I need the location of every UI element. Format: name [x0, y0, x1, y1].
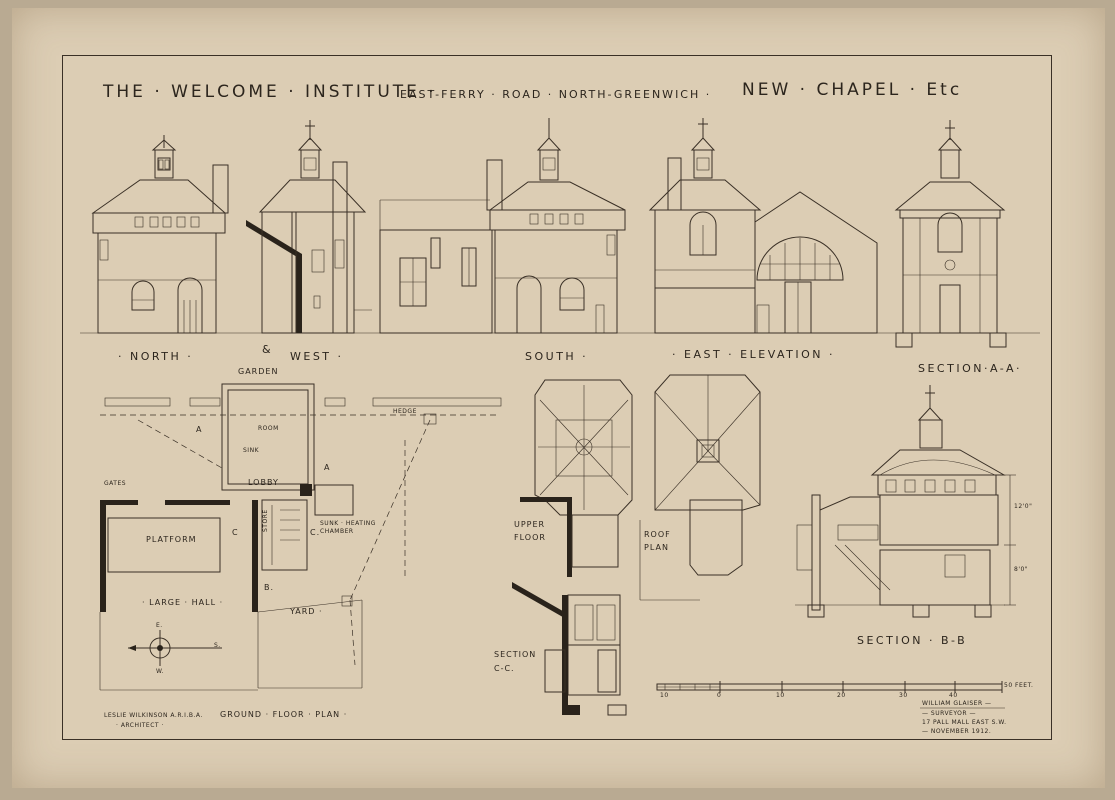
dimension-upper: 12'0" — [1014, 503, 1033, 510]
scale-tick-40: 40 — [949, 692, 958, 699]
scale-tick-10: 10 — [776, 692, 785, 699]
label-room: ROOM — [258, 425, 279, 432]
label-sink: SINK — [243, 447, 260, 454]
label-garden: GARDEN — [238, 367, 279, 376]
label-north: · NORTH · — [118, 350, 194, 363]
compass-rose — [128, 630, 222, 666]
label-west: WEST · — [290, 350, 344, 363]
south-elevation — [379, 118, 626, 334]
drawing-date: — NOVEMBER 1912. — [922, 728, 992, 735]
surveyor-address: 17 PALL MALL EAST S.W. — [922, 719, 1007, 726]
section-mark-c: C — [232, 528, 239, 537]
section-c-c — [512, 582, 627, 716]
east-elevation — [648, 118, 878, 334]
compass-s: S. — [214, 642, 221, 649]
architect-role: · ARCHITECT · — [116, 722, 164, 729]
drawing-title: THE · WELCOME · INSTITUTE · — [103, 82, 437, 102]
surveyor-role: — SURVEYOR — — [922, 710, 976, 717]
roof-plan — [639, 374, 761, 601]
scale-tick-50-feet: 50 FEET. — [1004, 682, 1034, 689]
label-ground-floor-plan: GROUND · FLOOR · PLAN · — [220, 710, 348, 719]
label-yard: YARD · — [290, 607, 323, 616]
north-elevation — [91, 135, 229, 334]
drawing-border — [62, 55, 1052, 740]
label-upper-floor: UPPER FLOOR — [514, 520, 546, 542]
label-section-c-c: SECTION C-C. — [494, 650, 537, 673]
drawing-project: NEW · CHAPEL · Etc — [742, 80, 963, 100]
architect-name: LESLIE WILKINSON A.R.I.B.A. — [104, 712, 203, 719]
ground-floor-plan — [99, 383, 502, 691]
section-mark-c2: C. — [310, 528, 321, 537]
label-sunk-heating-chamber: SUNK · HEATING CHAMBER — [320, 520, 376, 535]
label-south: SOUTH · — [525, 350, 589, 363]
compass-e: E. — [156, 622, 163, 629]
section-mark-a2: A — [324, 463, 331, 472]
label-large-hall: · LARGE · HALL · — [142, 598, 224, 607]
label-lobby: LOBBY — [248, 478, 279, 487]
section-mark-a: A — [196, 425, 203, 434]
section-b-b — [795, 385, 1016, 618]
section-mark-b: B. — [264, 583, 275, 592]
drawing-address: EAST-FERRY · ROAD · NORTH-GREENWICH · — [400, 88, 712, 101]
scale-tick-20: 20 — [837, 692, 846, 699]
scale-bar — [656, 681, 1003, 693]
scale-tick-30: 30 — [899, 692, 908, 699]
west-elevation — [246, 120, 372, 334]
label-gates: GATES — [104, 480, 127, 487]
label-hedge: HEDGE — [393, 408, 417, 415]
compass-w: W. — [156, 668, 165, 675]
label-section-b-b: SECTION · B-B — [857, 634, 968, 647]
surveyor-name: WILLIAM GLAISER — — [922, 700, 992, 707]
label-and: & — [262, 343, 274, 356]
scale-tick-0: 0 — [717, 692, 722, 699]
label-section-a-a: SECTION·A-A· — [918, 362, 1022, 375]
label-store: STORE — [262, 509, 269, 532]
dimension-lower: 8'0" — [1014, 566, 1029, 573]
label-platform: PLATFORM — [146, 535, 197, 544]
label-roof-plan: ROOF PLAN — [644, 530, 671, 552]
scale-tick-10-left: 10 — [660, 692, 669, 699]
section-a-a — [894, 120, 1007, 348]
label-east-elevation: · EAST · ELEVATION · — [672, 348, 836, 361]
upper-floor-plan — [520, 379, 633, 577]
